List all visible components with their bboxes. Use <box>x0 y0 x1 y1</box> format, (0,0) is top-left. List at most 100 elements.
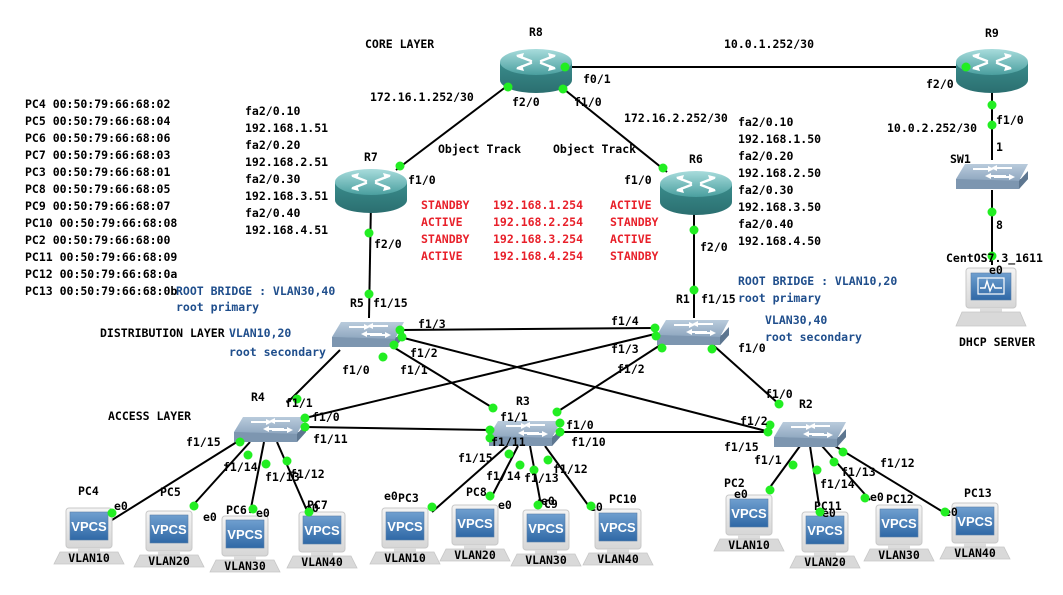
r7-interface-line: fa2/0.10 <box>245 104 300 118</box>
link-status-dots <box>107 62 997 518</box>
pc-port-e0: e0 <box>203 510 217 524</box>
r6-interface-line: 192.168.1.50 <box>738 132 821 146</box>
port-r3-f111: f1/11 <box>491 435 526 449</box>
hsrp-r6-state: STANDBY <box>610 215 659 229</box>
port-r7-f20: f2/0 <box>374 237 402 251</box>
vpcs-screen-label: VPCS <box>528 521 564 536</box>
link-r1-r3 <box>556 341 666 413</box>
link-up-dot <box>987 207 997 217</box>
distribution-layer-label: DISTRIBUTION LAYER <box>100 326 225 340</box>
pc-name-label: PC4 <box>78 484 99 498</box>
switch-r4[interactable] <box>234 417 306 442</box>
link-r2-pc2 <box>767 445 801 491</box>
link-r1-r4 <box>304 333 656 419</box>
port-r1-f115: f1/15 <box>701 292 736 306</box>
pc-name-label: PC5 <box>160 485 181 499</box>
port-r1-f12: f1/2 <box>617 362 645 376</box>
port-r2-f112: f1/12 <box>880 456 915 470</box>
stp-r1-secondary-line2: root secondary <box>765 330 862 344</box>
port-r4-f113: f1/13 <box>265 470 300 484</box>
link-up-dot <box>189 501 199 511</box>
link-up-dot <box>987 251 997 261</box>
link-r2-pc13 <box>829 442 949 516</box>
port-r4-f111: f1/11 <box>313 432 348 446</box>
subnet-r8-r6: 172.16.2.252/30 <box>624 111 728 125</box>
pc-port-e0: e0 <box>870 490 884 504</box>
pc-port-e0: e0 <box>734 487 748 501</box>
r6-interface-line: fa2/0.40 <box>738 217 793 231</box>
pc-port-e0: e0 <box>498 498 512 512</box>
port-r5-f11: f1/1 <box>400 363 428 377</box>
vpcs-screen-label: VPCS <box>731 506 767 521</box>
pc-vlan-label: VLAN30 <box>525 553 567 567</box>
link-up-dot <box>504 449 514 459</box>
vpcs-screen-label: VPCS <box>807 523 843 538</box>
mac-entry: PC13 00:50:79:66:68:0b <box>25 284 177 298</box>
dhcp-server[interactable] <box>955 267 1027 327</box>
link-up-dot <box>558 84 568 94</box>
link-up-dot <box>555 418 565 428</box>
r6-interface-line: fa2/0.30 <box>738 183 793 197</box>
subnet-r8-r7: 172.16.1.252/30 <box>370 90 474 104</box>
mac-entry: PC6 00:50:79:66:68:06 <box>25 131 170 145</box>
pc-name-label: PC9 <box>537 497 558 511</box>
hsrp-r6-state: ACTIVE <box>610 198 652 212</box>
mac-entry: PC2 00:50:79:66:68:00 <box>25 233 170 247</box>
stp-r1-primary-line2: root primary <box>738 291 821 305</box>
port-r5-f115: f1/15 <box>373 296 408 310</box>
link-up-dot <box>364 289 374 299</box>
pc-vlan-label: VLAN30 <box>878 548 920 562</box>
port-r8-f10: f1/0 <box>574 95 602 109</box>
link-up-dot <box>300 422 310 432</box>
link-up-dot <box>987 120 997 130</box>
vpcs-screen-label: VPCS <box>71 519 107 534</box>
subnet-r9-sw1: 10.0.2.252/30 <box>887 121 977 135</box>
router-r7[interactable] <box>333 167 409 215</box>
link-up-dot <box>987 100 997 110</box>
hsrp-virtual-ip: 192.168.2.254 <box>493 215 583 229</box>
port-r3-f10: f1/0 <box>566 418 594 432</box>
object-track-r7: Object Track <box>438 142 521 156</box>
r7-interface-line: 192.168.1.51 <box>245 121 328 135</box>
router-r6[interactable] <box>658 169 734 217</box>
link-r4-pc6 <box>249 441 265 514</box>
pc-name-label: PC10 <box>609 492 637 506</box>
switch-sw1[interactable] <box>956 164 1028 189</box>
vpcs-screen-label: VPCS <box>387 519 423 534</box>
label-r8: R8 <box>529 25 543 39</box>
mac-entry: PC10 00:50:79:66:68:08 <box>25 216 177 230</box>
port-r5-f13: f1/3 <box>418 317 446 331</box>
vpcs-screen-label: VPCS <box>457 516 493 531</box>
pc-name-label: PC3 <box>398 491 419 505</box>
link-r4-pc4 <box>111 439 241 521</box>
pc-port-e0: e0 <box>541 494 555 508</box>
mac-entry: PC8 00:50:79:66:68:05 <box>25 182 170 196</box>
r7-interface-line: 192.168.3.51 <box>245 189 328 203</box>
port-sw1-8: 8 <box>996 218 1003 232</box>
r6-interface-line: fa2/0.10 <box>738 115 793 129</box>
pc-vlan-label: VLAN20 <box>454 548 496 562</box>
stp-r5-secondary-line2: root secondary <box>229 345 326 359</box>
switch-r2[interactable] <box>774 422 846 447</box>
switch-r1[interactable] <box>657 320 729 345</box>
port-r1-f13: f1/3 <box>611 342 639 356</box>
link-r8-r7 <box>395 85 508 171</box>
link-up-dot <box>304 507 314 517</box>
port-r2-f114: f1/14 <box>820 477 855 491</box>
vpcs-screen-label: VPCS <box>881 516 917 531</box>
link-up-dot <box>552 407 562 417</box>
